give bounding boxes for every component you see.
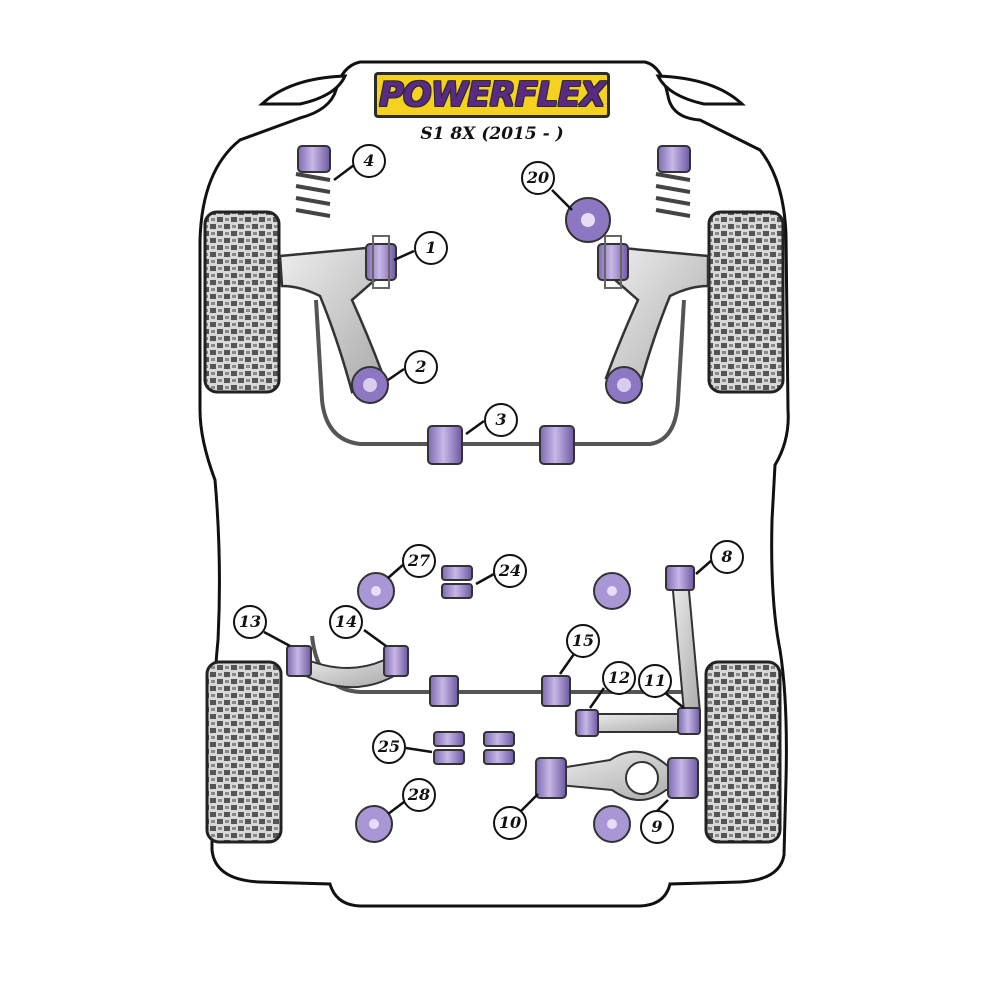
bush-24 <box>441 565 473 599</box>
bush-2-right <box>605 366 643 404</box>
rear-right-tyre <box>704 660 782 844</box>
model-label: S1 8X (2015 - ) <box>420 124 564 144</box>
bush-20 <box>565 197 611 243</box>
bush-1-left <box>365 235 397 289</box>
front-left-tyre <box>203 210 281 394</box>
bush-14 <box>383 645 409 677</box>
bush-rear-center-right <box>593 572 631 610</box>
callout-12: 12 <box>602 661 636 695</box>
bush-15-right <box>541 675 571 707</box>
logo-text: POWERFLEX <box>378 75 606 115</box>
bush-3-left <box>427 425 463 465</box>
bush-3-right <box>539 425 575 465</box>
bush-2-left <box>351 366 389 404</box>
bush-10 <box>535 757 567 799</box>
callout-2: 2 <box>404 350 438 384</box>
powerflex-logo: POWERFLEX <box>374 72 610 118</box>
callout-10: 10 <box>493 806 527 840</box>
rear-left-tyre <box>205 660 283 844</box>
callout-24: 24 <box>493 554 527 588</box>
callout-11: 11 <box>638 664 672 698</box>
callout-13: 13 <box>233 605 267 639</box>
callout-15: 15 <box>566 624 600 658</box>
front-anti-roll-bar <box>314 299 686 446</box>
callout-4: 4 <box>352 144 386 178</box>
bush-28 <box>355 805 393 843</box>
callout-1: 1 <box>414 231 448 265</box>
bush-12 <box>575 709 599 737</box>
left-mirror <box>258 74 348 106</box>
callout-8: 8 <box>710 540 744 574</box>
right-mirror <box>655 74 746 106</box>
callout-14: 14 <box>329 605 363 639</box>
bush-1-right <box>597 235 629 289</box>
callout-27: 27 <box>402 544 436 578</box>
rear-lower-arm-eye <box>625 761 659 795</box>
bush-9 <box>667 757 699 799</box>
rear-toe-link <box>583 713 691 733</box>
callout-20: 20 <box>521 161 555 195</box>
bush-27 <box>357 572 395 610</box>
car-body-outline <box>198 60 790 908</box>
left-spring <box>295 172 331 218</box>
callout-3: 3 <box>484 403 518 437</box>
bush-11 <box>677 707 701 735</box>
bush-13 <box>286 645 312 677</box>
front-right-wishbone <box>604 246 710 394</box>
bush-rear-bottom-right <box>593 805 631 843</box>
bush-25 <box>433 731 515 765</box>
front-left-wishbone <box>278 246 386 394</box>
right-top-mount <box>657 145 691 173</box>
left-top-mount <box>297 145 331 173</box>
bush-15-left <box>429 675 459 707</box>
callout-9: 9 <box>640 810 674 844</box>
right-spring <box>655 172 691 218</box>
bush-8 <box>665 565 695 591</box>
front-right-tyre <box>707 210 785 394</box>
callout-28: 28 <box>402 778 436 812</box>
callout-25: 25 <box>372 730 406 764</box>
